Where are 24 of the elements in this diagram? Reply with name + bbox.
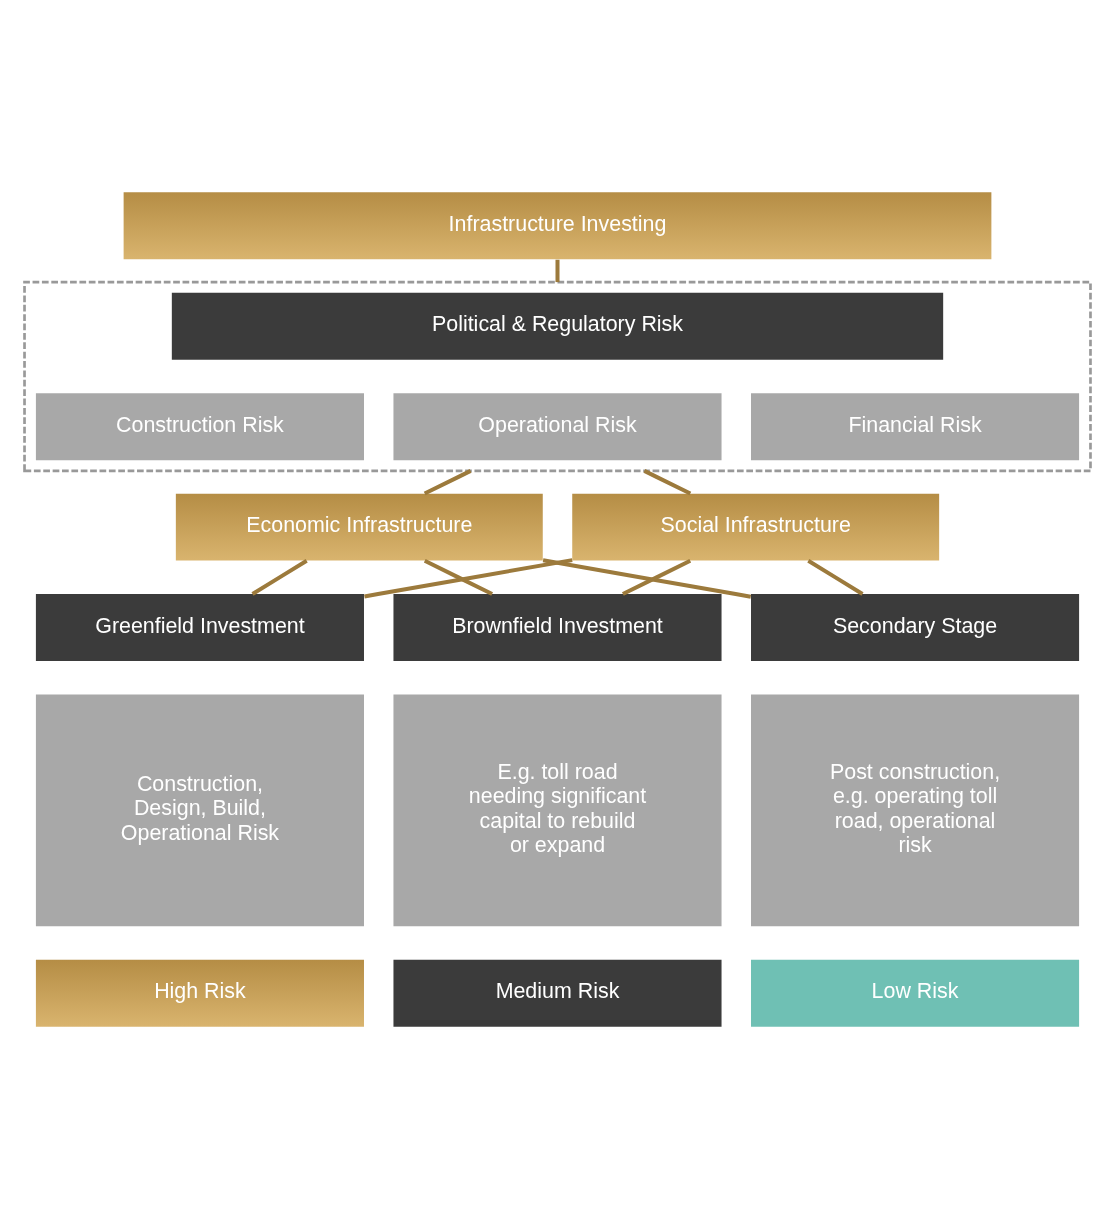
connector — [364, 557, 573, 598]
connector — [251, 558, 308, 596]
node-box: E.g. toll road needing significant capital to rebuild or expand — [393, 694, 722, 926]
node-box: High Risk — [35, 959, 364, 1027]
cluster — [23, 280, 1092, 472]
node-box: Medium Risk — [393, 959, 722, 1027]
node-box: Brownfield Investment — [393, 593, 722, 661]
connector — [542, 557, 752, 599]
connector — [423, 558, 493, 596]
node-box: Economic Infrastructure — [175, 493, 543, 561]
node-box: Construction Risk — [35, 392, 364, 460]
node-box: Low Risk — [751, 959, 1080, 1027]
connector — [622, 558, 692, 596]
node-box: Operational Risk — [393, 392, 722, 460]
connector — [555, 259, 560, 282]
node-box: Social Infrastructure — [572, 493, 940, 561]
node-box: Secondary Stage — [751, 593, 1080, 661]
node-box: Greenfield Investment — [35, 593, 364, 661]
node-box: Financial Risk — [751, 392, 1080, 460]
node-box: Political & Regulatory Risk — [171, 292, 944, 360]
node-box: Construction, Design, Build, Operational Risk — [35, 694, 364, 926]
connector — [807, 558, 864, 596]
node-box: Post construction, e.g. operating toll road, operational risk — [751, 694, 1080, 926]
node-box: Infrastructure Investing — [123, 191, 992, 259]
